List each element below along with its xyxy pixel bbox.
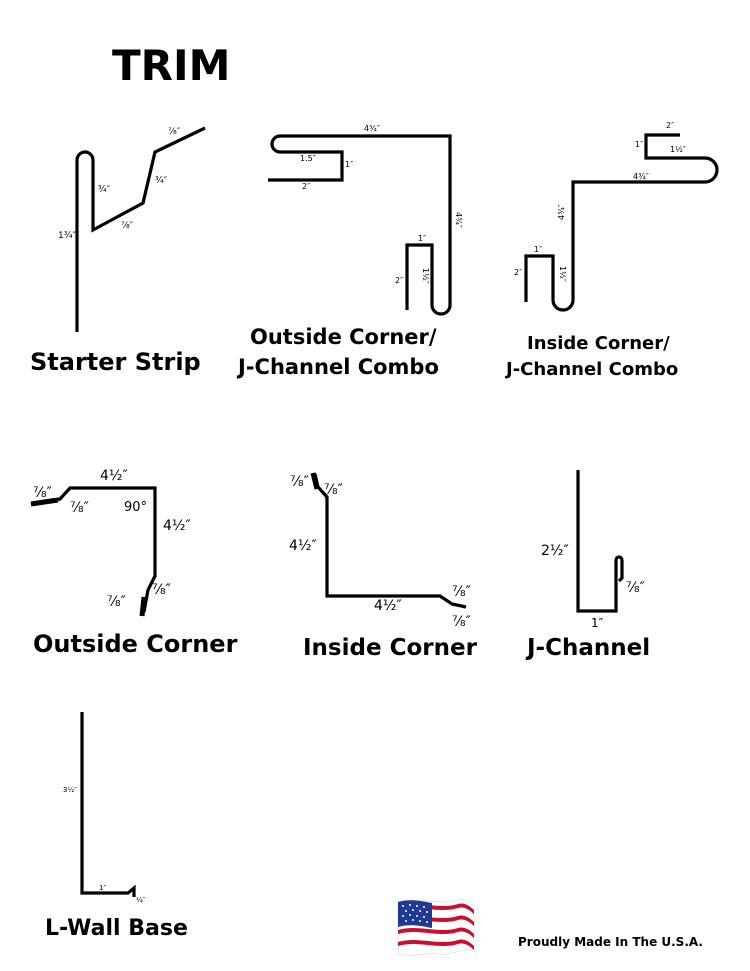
outside-corner-jchannel-combo-diagram: 4¾″ 1.5″ 1″ 2″ 4¾″ 1″ 2″ 1½″ Outside Cor… (236, 124, 463, 379)
label-outside-corner: Outside Corner (33, 630, 238, 658)
dim-inside-corner-top-lip: ⅞″ (290, 474, 309, 490)
dim-starter-inner-leg: ¾″ (98, 185, 111, 195)
dim-outside-corner-top: 4½″ (100, 468, 128, 484)
dim-outside-corner-angle: 90° (124, 500, 147, 515)
dim-outside-corner-right: 4½″ (163, 518, 191, 534)
dim-inside-corner-right-hem: ⅞″ (452, 584, 471, 600)
inside-corner-jchannel-combo-diagram: 2″ 1″ 1½″ 4¾″ 4¾″ 1″ 2″ 1½″ Inside Corne… (504, 121, 719, 380)
starter-strip-diagram: ⅞″ ¾″ ¾″ ⅞″ 1¾″ Starter Strip (30, 126, 206, 376)
label-l-wall-base: L-Wall Base (45, 916, 188, 941)
dim-j-channel-bottom: 1″ (591, 616, 604, 630)
dim-l-wall-bottom: 1″ (99, 884, 106, 892)
l-wall-base-diagram: 3½″ 1″ ¼″ L-Wall Base (45, 712, 188, 941)
dim-oc-jc-j-top: 1″ (418, 234, 426, 243)
label-inside-corner: Inside Corner (303, 635, 478, 661)
dim-starter-bottom: ⅞″ (121, 221, 134, 231)
dim-ic-jc-hook-top: 2″ (666, 121, 674, 130)
footer-made-in-usa: Proudly Made In The U.S.A. (518, 935, 703, 949)
dim-ic-jc-j-height: 2″ (514, 268, 522, 277)
label-starter-strip: Starter Strip (30, 348, 201, 376)
inside-corner-diagram: ⅞″ ⅞″ 4½″ 4½″ ⅞″ ⅞″ Inside Corner (289, 472, 478, 661)
dim-ic-jc-j-depth: 1½″ (558, 266, 567, 282)
dim-ic-jc-hook-depth: 1½″ (670, 145, 686, 154)
outside-corner-left-hem (30, 497, 59, 507)
dim-oc-jc-j-height: 2″ (395, 276, 403, 285)
dim-oc-jc-right-leg: 4¾″ (454, 212, 463, 228)
page-title: TRIM (112, 41, 230, 90)
dim-oc-jc-j-depth: 1½″ (421, 268, 430, 284)
starter-strip-profile (75, 126, 206, 332)
label-oc-jc-combo-line1: Outside Corner/ (250, 325, 437, 349)
outside-corner-bottom-hem (139, 596, 147, 617)
dim-oc-jc-return-bottom: 2″ (302, 182, 310, 191)
oc-jc-combo-profile (268, 134, 452, 316)
dim-ic-jc-top: 4¾″ (633, 172, 649, 181)
outside-corner-profile (32, 486, 157, 613)
dim-starter-top-lip: ⅞″ (168, 127, 181, 137)
label-j-channel: J-Channel (525, 635, 650, 661)
dim-oc-jc-return-lip: 1″ (345, 160, 353, 169)
dim-outside-corner-bottom-lip: ⅞″ (107, 594, 126, 610)
dim-outside-corner-left-lip: ⅞″ (33, 485, 52, 501)
dim-ic-jc-left-leg: 4¾″ (557, 204, 566, 220)
dim-j-channel-height: 2½″ (541, 543, 569, 559)
outside-corner-diagram: ⅞″ ⅞″ 4½″ 90° 4½″ ⅞″ ⅞″ Outside Corner (30, 468, 238, 658)
dim-ic-jc-hook-lip: 1″ (635, 140, 643, 149)
dim-inside-corner-right-lip: ⅞″ (452, 614, 471, 630)
label-ic-jc-combo-line2: J-Channel Combo (504, 359, 678, 380)
dim-l-wall-height: 3½″ (63, 786, 77, 794)
j-channel-profile (576, 470, 624, 613)
l-wall-base-profile (80, 712, 136, 897)
dim-outside-corner-left-hem: ⅞″ (70, 500, 89, 516)
dim-j-channel-lip: ⅞″ (626, 580, 645, 596)
dim-starter-height: 1¾″ (58, 231, 76, 241)
dim-inside-corner-bottom: 4½″ (374, 598, 402, 614)
usa-flag-icon (397, 899, 475, 956)
dim-outside-corner-bottom-hem: ⅞″ (152, 582, 171, 598)
dim-l-wall-lip: ¼″ (136, 896, 146, 904)
dim-ic-jc-j-top: 1″ (534, 245, 542, 254)
dim-inside-corner-top-hem: ⅞″ (324, 482, 343, 498)
dim-oc-jc-return-depth: 1.5″ (300, 154, 316, 163)
inside-corner-top-hem (310, 472, 320, 490)
label-ic-jc-combo-line1: Inside Corner/ (527, 333, 670, 354)
dim-starter-upper-slope: ¾″ (155, 176, 168, 186)
dim-inside-corner-left: 4½″ (289, 538, 317, 554)
ic-jc-combo-profile (524, 133, 719, 312)
dim-oc-jc-top: 4¾″ (364, 124, 380, 133)
j-channel-diagram: 2½″ ⅞″ 1″ J-Channel (525, 470, 650, 661)
label-oc-jc-combo-line2: J-Channel Combo (236, 355, 439, 379)
